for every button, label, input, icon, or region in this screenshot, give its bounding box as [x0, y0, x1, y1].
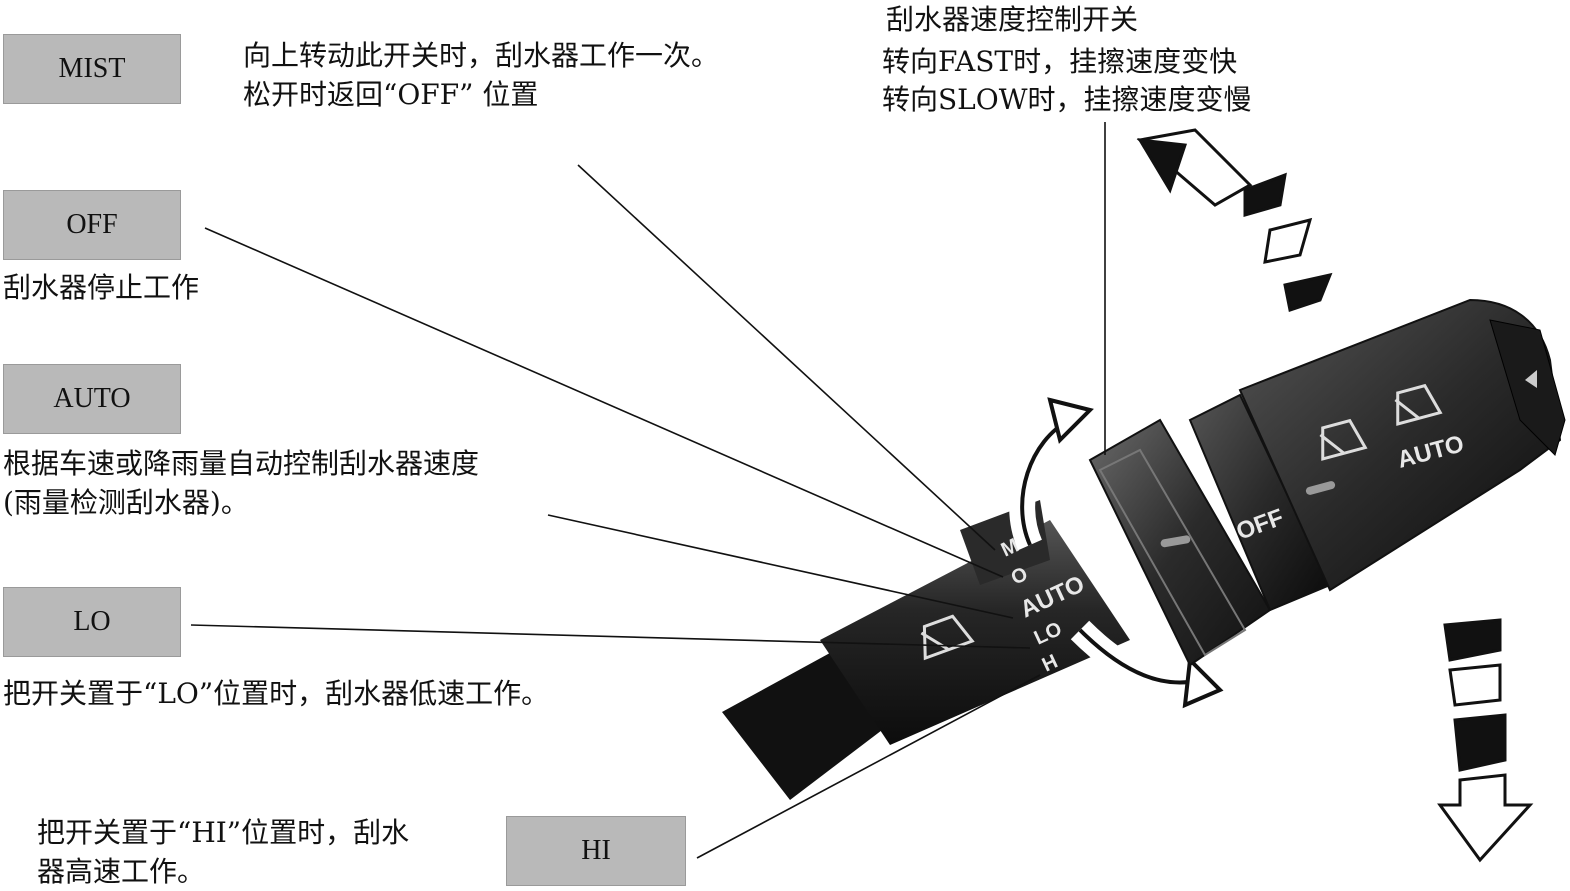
wiper-icon [1319, 418, 1368, 461]
leader-lo [190, 624, 1031, 649]
lo-badge: LO [3, 587, 181, 657]
speed-control-slow: 转向SLOW时，挂擦速度变慢 [882, 83, 1252, 116]
leader-lines [190, 122, 1106, 859]
wiper-auto-icon [1394, 383, 1443, 426]
dashed-arrow-icon [1437, 618, 1534, 863]
speed-control-fast: 转向FAST时，挂擦速度变快 [882, 45, 1238, 78]
leader-mist [577, 164, 996, 551]
off-badge: OFF [3, 190, 181, 260]
leader-off [204, 227, 1004, 578]
mist-desc-line2: 松开时返回“OFF” 位置 [243, 78, 539, 111]
hi-desc-line1: 把开关置于“HI”位置时，刮水 [37, 816, 410, 849]
lever-head: AUTO [1238, 298, 1566, 592]
auto-badge: AUTO [3, 364, 181, 434]
leader-hi [696, 674, 1041, 859]
speed-control-title: 刮水器速度控制开关 [886, 3, 1139, 36]
leader-auto [547, 514, 1014, 619]
hi-desc-line2: 器高速工作。 [37, 855, 206, 888]
hi-badge: HI [506, 816, 686, 886]
dashed-arrow-icon [1136, 128, 1333, 312]
mist-desc-line1: 向上转动此开关时，刮水器工作一次。 [243, 39, 720, 72]
auto-desc-line2: (雨量检测刮水器)。 [3, 486, 249, 519]
off-desc: 刮水器停止工作 [3, 271, 200, 304]
mist-badge: MIST [3, 34, 181, 104]
auto-desc-line1: 根据车速或降雨量自动控制刮水器速度 [3, 447, 480, 480]
curved-arrow-icon [1009, 397, 1224, 709]
lo-desc: 把开关置于“LO”位置时，刮水器低速工作。 [3, 677, 550, 710]
wiper-icon [920, 614, 975, 661]
